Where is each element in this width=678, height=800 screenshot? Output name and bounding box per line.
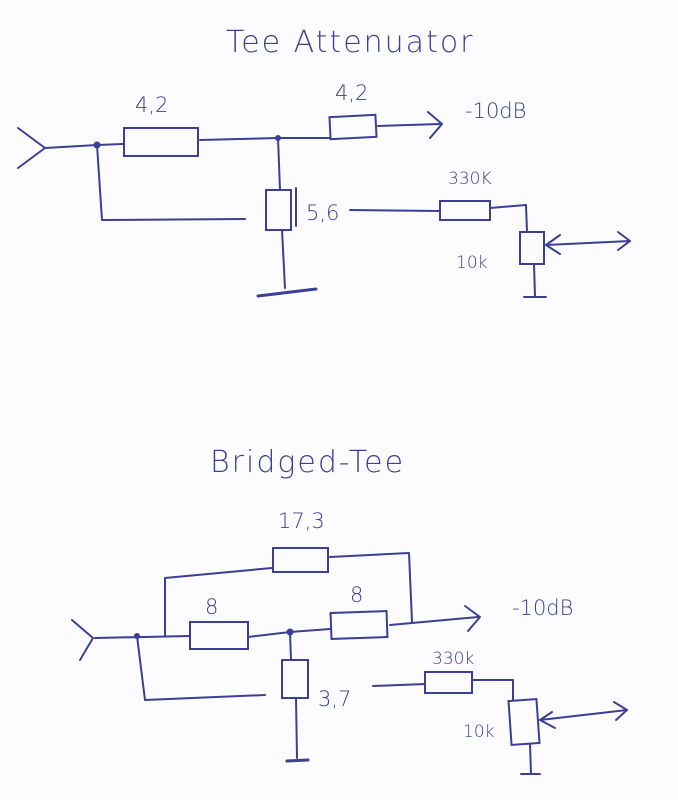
- resistor-bridge: [272, 547, 329, 573]
- bt-shunt-wire-top: [289, 631, 292, 661]
- resistor-r1: [123, 127, 199, 157]
- bridged-title: Bridged-Tee: [210, 445, 405, 480]
- pot-output-arrow-icon: [617, 231, 631, 251]
- bt-output-wire: [389, 616, 479, 626]
- bt-input-wire: [94, 635, 191, 639]
- pot-ground-wire: [533, 263, 536, 297]
- feed-label: 330K: [448, 169, 492, 189]
- bt-shunt-label: 3,7: [318, 687, 351, 711]
- bridge-wire-right: [329, 552, 413, 623]
- bt-output-arrow-icon: [464, 605, 481, 632]
- wiper-arrow-icon: [545, 234, 561, 255]
- bt-resistor-feed: [424, 671, 473, 694]
- bt-resistor-r2: [329, 609, 389, 641]
- bt-shunt-wire-bottom: [295, 697, 298, 759]
- bt-resistor-r1: [189, 621, 249, 650]
- bt-output-level: -10dB: [512, 596, 573, 620]
- bt-pot-output-arrow-icon: [613, 701, 628, 721]
- bt-r2-label: 8: [350, 583, 363, 607]
- mid-wire: [199, 137, 331, 141]
- bt-feed-label: 330k: [432, 649, 474, 669]
- bt-ground-icon: [285, 758, 310, 763]
- r1-label: 4,2: [135, 93, 168, 117]
- bt-wiper-wire: [539, 709, 628, 721]
- bt-resistor-shunt: [281, 659, 309, 699]
- tee-title: Tee Attenuator: [226, 25, 475, 60]
- bridge-label: 17,3: [278, 509, 325, 533]
- bt-feed-wire: [372, 683, 426, 687]
- pot-label: 10k: [456, 253, 488, 273]
- input-wire: [44, 143, 124, 149]
- ground-icon: [256, 287, 318, 298]
- feed-wire: [349, 209, 441, 212]
- bt-potentiometer: [507, 698, 541, 746]
- output-wire: [377, 123, 441, 127]
- resistor-shunt: [265, 189, 292, 231]
- pot-wire: [489, 204, 528, 233]
- bt-pot-wire: [471, 679, 514, 701]
- r2-label: 4,2: [335, 81, 368, 105]
- bt-r1-label: 8: [205, 595, 218, 619]
- bt-wiper-arrow-icon: [539, 711, 556, 729]
- potentiometer: [519, 231, 545, 265]
- bt-pot-ground-wire: [529, 743, 532, 774]
- tee-output-level: -10dB: [465, 99, 526, 123]
- resistor-feed: [439, 200, 491, 221]
- output-arrow-icon: [427, 111, 443, 139]
- resistor-r2: [328, 113, 378, 141]
- input-arrow-icon: [17, 127, 46, 169]
- bypass-wire: [96, 144, 246, 221]
- bt-input-arrow-icon: [71, 619, 94, 661]
- bridge-wire-left: [164, 567, 273, 637]
- shunt-wire-top: [277, 137, 281, 191]
- bt-bypass-wire: [136, 635, 266, 701]
- tee-attenuator-circuit: Tee Attenuator 4,2 4,2 -10dB 5,6 330K 10…: [17, 25, 631, 298]
- wiper-wire: [545, 240, 631, 246]
- bt-pot-label: 10k: [463, 722, 495, 742]
- shunt-wire-bottom: [281, 229, 286, 289]
- shunt-label: 5,6: [306, 201, 339, 225]
- bridged-tee-circuit: Bridged-Tee 17,3 8 8 -10dB 3,7 330k 10k: [71, 445, 628, 775]
